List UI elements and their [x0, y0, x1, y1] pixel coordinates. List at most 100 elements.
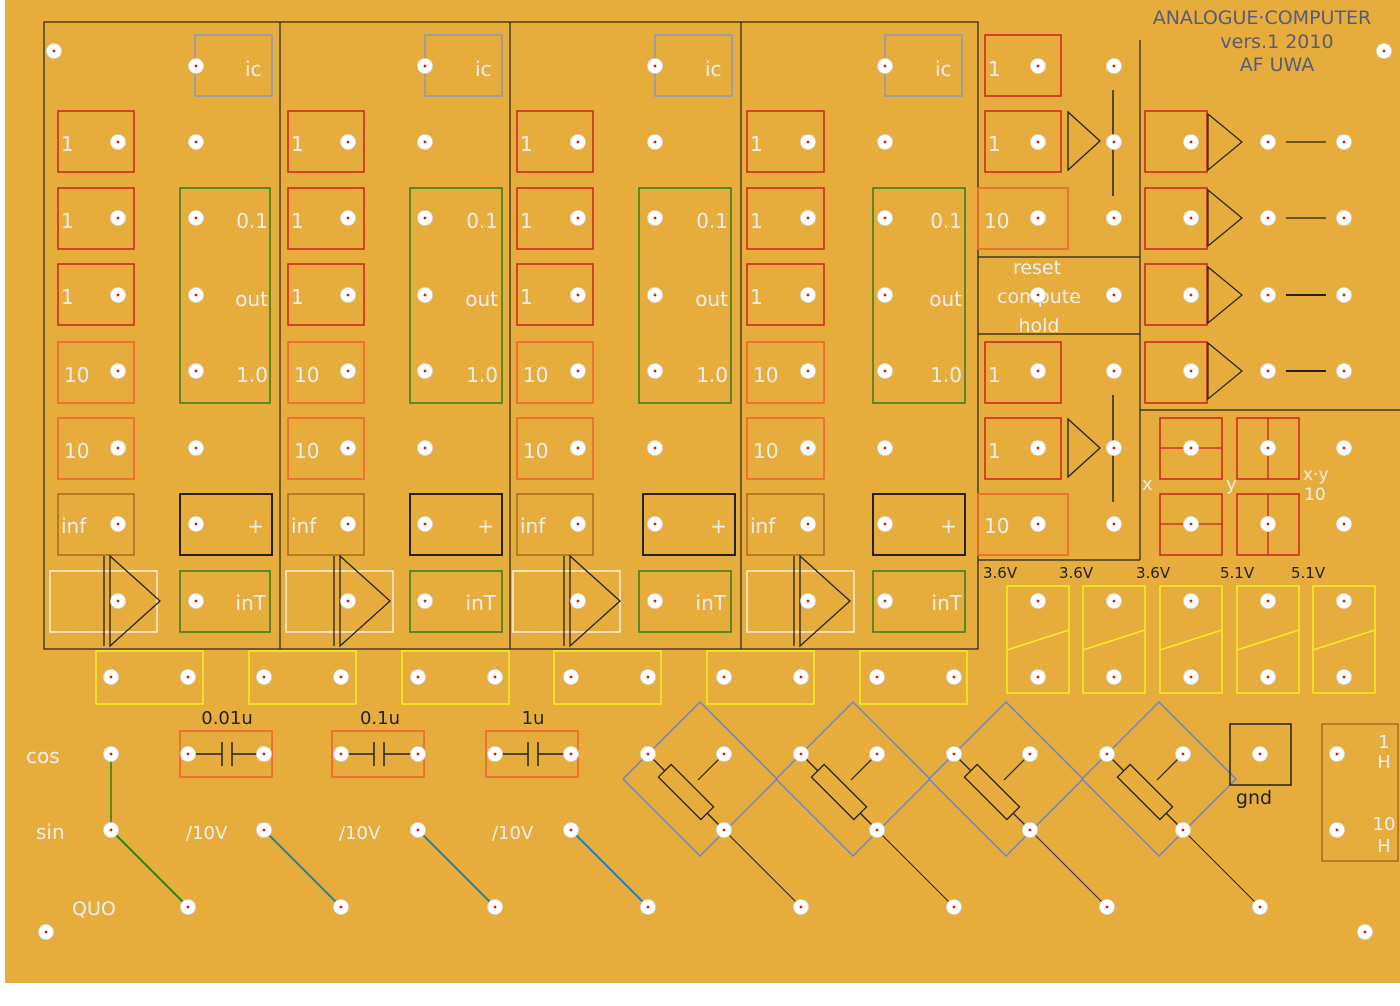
patch-socket[interactable] — [188, 516, 204, 532]
patch-socket[interactable] — [103, 746, 119, 762]
patch-socket[interactable] — [647, 58, 663, 74]
patch-socket[interactable] — [256, 669, 272, 685]
patch-socket[interactable] — [1183, 210, 1199, 226]
patch-socket[interactable] — [570, 516, 586, 532]
patch-socket[interactable] — [1106, 440, 1122, 456]
patch-socket[interactable] — [647, 363, 663, 379]
patch-socket[interactable] — [1183, 287, 1199, 303]
patch-socket[interactable] — [417, 593, 433, 609]
patch-socket[interactable] — [1106, 593, 1122, 609]
patch-socket[interactable] — [1106, 516, 1122, 532]
patch-socket[interactable] — [417, 440, 433, 456]
patch-socket[interactable] — [333, 899, 349, 915]
patch-socket[interactable] — [1030, 593, 1046, 609]
patch-socket[interactable] — [340, 593, 356, 609]
patch-socket[interactable] — [417, 210, 433, 226]
patch-socket[interactable] — [188, 593, 204, 609]
patch-socket[interactable] — [340, 134, 356, 150]
patch-socket[interactable] — [1336, 593, 1352, 609]
patch-socket[interactable] — [1183, 593, 1199, 609]
patch-socket[interactable] — [877, 58, 893, 74]
patch-socket[interactable] — [877, 134, 893, 150]
patch-socket[interactable] — [110, 287, 126, 303]
patch-socket[interactable] — [103, 669, 119, 685]
patch-socket[interactable] — [38, 924, 54, 940]
patch-socket[interactable] — [1022, 822, 1038, 838]
patch-socket[interactable] — [563, 822, 579, 838]
patch-socket[interactable] — [417, 516, 433, 532]
patch-socket[interactable] — [340, 210, 356, 226]
patch-socket[interactable] — [110, 210, 126, 226]
patch-socket[interactable] — [1183, 363, 1199, 379]
patch-socket[interactable] — [1030, 516, 1046, 532]
patch-socket[interactable] — [800, 516, 816, 532]
patch-socket[interactable] — [340, 363, 356, 379]
patch-socket[interactable] — [180, 899, 196, 915]
patch-socket[interactable] — [188, 58, 204, 74]
patch-socket[interactable] — [1336, 210, 1352, 226]
patch-socket[interactable] — [1183, 669, 1199, 685]
patch-socket[interactable] — [877, 440, 893, 456]
patch-socket[interactable] — [188, 440, 204, 456]
patch-socket[interactable] — [570, 363, 586, 379]
patch-socket[interactable] — [877, 593, 893, 609]
patch-socket[interactable] — [1106, 58, 1122, 74]
patch-socket[interactable] — [1329, 746, 1345, 762]
patch-socket[interactable] — [1260, 134, 1276, 150]
patch-socket[interactable] — [1030, 669, 1046, 685]
patch-socket[interactable] — [417, 287, 433, 303]
patch-socket[interactable] — [110, 440, 126, 456]
patch-socket[interactable] — [487, 746, 503, 762]
patch-socket[interactable] — [1260, 363, 1276, 379]
patch-socket[interactable] — [188, 363, 204, 379]
patch-socket[interactable] — [333, 669, 349, 685]
patch-socket[interactable] — [410, 822, 426, 838]
patch-socket[interactable] — [1252, 899, 1268, 915]
patch-socket[interactable] — [800, 287, 816, 303]
patch-socket[interactable] — [103, 822, 119, 838]
patch-socket[interactable] — [410, 746, 426, 762]
patch-socket[interactable] — [340, 440, 356, 456]
patch-socket[interactable] — [1106, 287, 1122, 303]
patch-socket[interactable] — [1030, 287, 1046, 303]
patch-socket[interactable] — [570, 440, 586, 456]
patch-socket[interactable] — [1030, 440, 1046, 456]
patch-socket[interactable] — [110, 134, 126, 150]
patch-socket[interactable] — [1336, 363, 1352, 379]
patch-socket[interactable] — [647, 287, 663, 303]
patch-socket[interactable] — [1260, 669, 1276, 685]
patch-socket[interactable] — [333, 746, 349, 762]
patch-socket[interactable] — [1357, 924, 1373, 940]
patch-socket[interactable] — [188, 287, 204, 303]
patch-socket[interactable] — [716, 669, 732, 685]
patch-socket[interactable] — [946, 746, 962, 762]
patch-socket[interactable] — [1106, 363, 1122, 379]
patch-socket[interactable] — [417, 58, 433, 74]
patch-socket[interactable] — [188, 134, 204, 150]
patch-socket[interactable] — [1336, 134, 1352, 150]
patch-socket[interactable] — [487, 669, 503, 685]
patch-socket[interactable] — [869, 822, 885, 838]
patch-socket[interactable] — [647, 516, 663, 532]
patch-socket[interactable] — [110, 593, 126, 609]
patch-socket[interactable] — [410, 669, 426, 685]
patch-socket[interactable] — [946, 669, 962, 685]
patch-socket[interactable] — [793, 899, 809, 915]
patch-socket[interactable] — [647, 440, 663, 456]
patch-socket[interactable] — [1260, 593, 1276, 609]
patch-socket[interactable] — [1106, 669, 1122, 685]
patch-socket[interactable] — [877, 516, 893, 532]
patch-socket[interactable] — [869, 746, 885, 762]
patch-socket[interactable] — [1106, 210, 1122, 226]
patch-socket[interactable] — [1336, 287, 1352, 303]
patch-socket[interactable] — [877, 210, 893, 226]
patch-socket[interactable] — [647, 210, 663, 226]
patch-socket[interactable] — [570, 287, 586, 303]
patch-socket[interactable] — [570, 134, 586, 150]
patch-socket[interactable] — [180, 746, 196, 762]
patch-socket[interactable] — [110, 363, 126, 379]
patch-socket[interactable] — [1376, 43, 1392, 59]
patch-socket[interactable] — [1183, 516, 1199, 532]
patch-socket[interactable] — [1260, 210, 1276, 226]
patch-socket[interactable] — [869, 669, 885, 685]
